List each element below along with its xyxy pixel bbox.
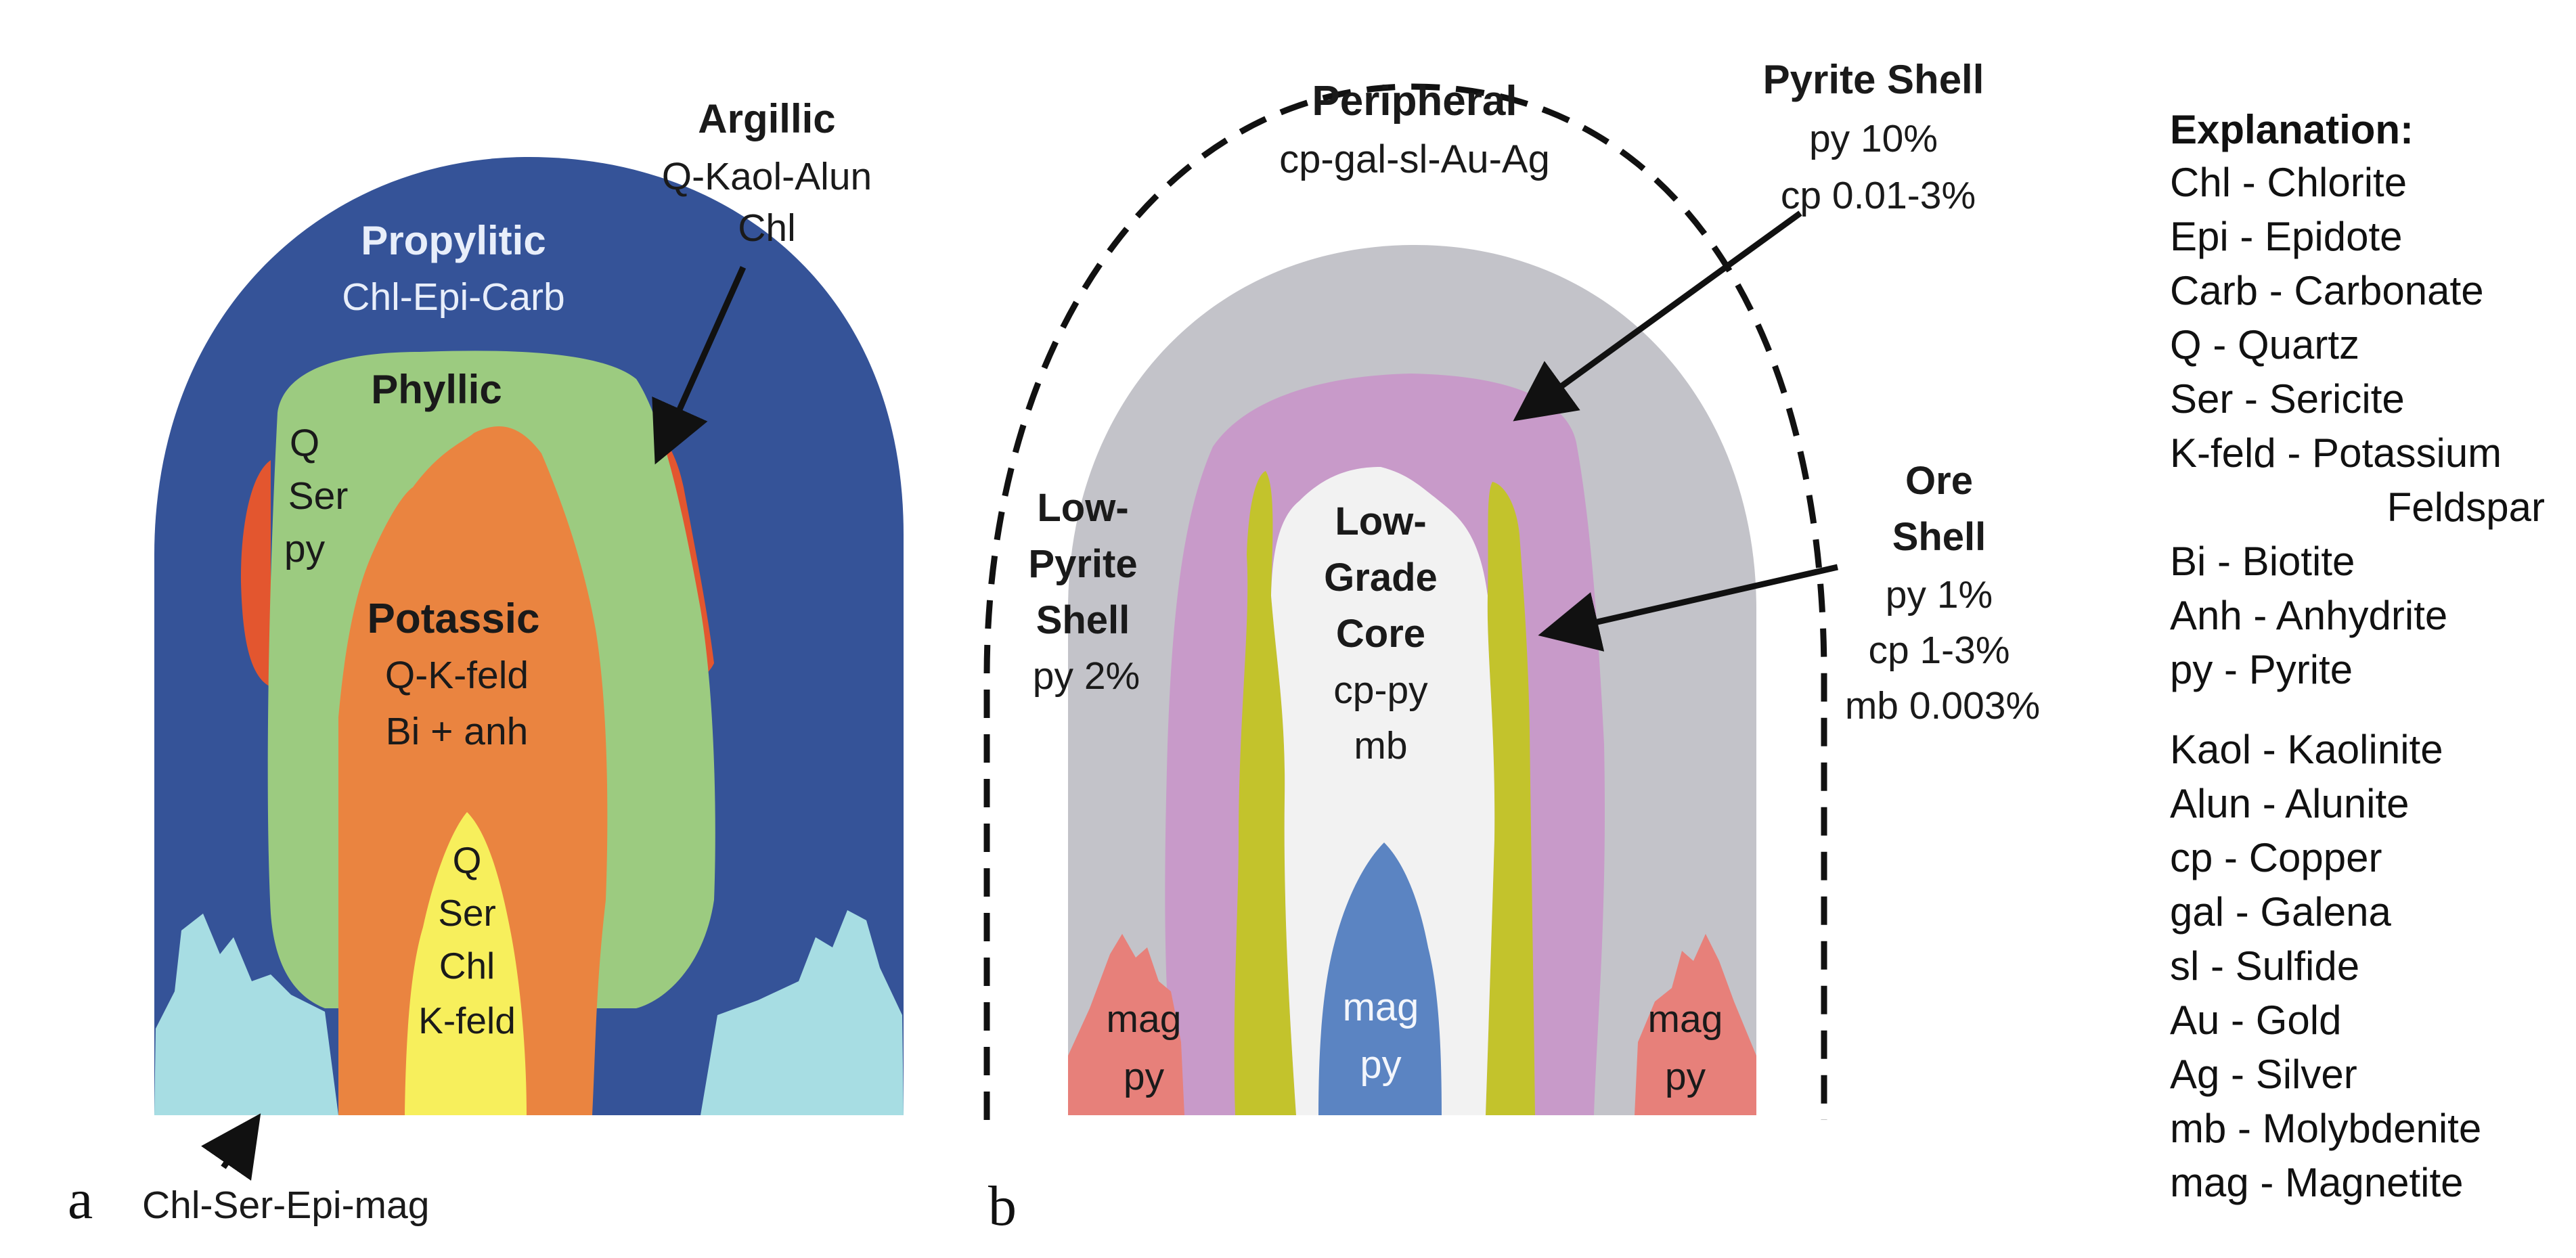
mag-core-zone [1318, 843, 1442, 1115]
explanation-item: Alun - Alunite [2170, 781, 2410, 826]
explanation-item: gal - Galena [2170, 889, 2391, 935]
explanation-item: cp - Copper [2170, 835, 2382, 880]
peripheral-title: Peripheral [1312, 78, 1517, 125]
panel-a-diagram: Propylitic Chl-Epi-Carb Argillic Q-Kaol-… [68, 96, 904, 1231]
core-a-line3: Chl [439, 945, 495, 987]
phyllic-line1: Q [290, 422, 319, 465]
propylitic-minerals: Chl-Epi-Carb [342, 275, 564, 319]
potassic-line2: Bi + anh [386, 710, 529, 753]
peripheral-minerals: cp-gal-sl-Au-Ag [1279, 137, 1550, 181]
ore-shell-line5: mb 0.003% [1845, 684, 2040, 727]
core-a-line2: Ser [438, 892, 496, 934]
mag-left-line2: py [1124, 1055, 1165, 1098]
low-grade-core-line2: Grade [1324, 556, 1438, 600]
low-grade-core-line1: Low- [1335, 499, 1426, 543]
ore-shell-line1: Ore [1905, 459, 1973, 503]
low-pyrite-shell-line2: Pyrite [1028, 542, 1137, 586]
core-zone-a [405, 812, 527, 1115]
phyllic-line3: py [284, 527, 326, 570]
argillic-line1: Q-Kaol-Alun [662, 155, 872, 198]
bottom-label: Chl-Ser-Epi-mag [142, 1184, 429, 1227]
low-grade-core-line3: Core [1336, 612, 1425, 656]
mag-right-line2: py [1665, 1055, 1706, 1098]
explanation-item: Au - Gold [2170, 997, 2341, 1043]
low-grade-core-line5: mb [1354, 724, 1407, 767]
explanation-item: mb - Molybdenite [2170, 1106, 2481, 1151]
pyrite-shell-line2: cp 0.01-3% [1781, 174, 1976, 217]
low-pyrite-shell-line4: py 2% [1033, 654, 1140, 698]
ore-shell-line4: cp 1-3% [1868, 629, 2009, 672]
ore-shell-line3: py 1% [1886, 573, 1993, 616]
low-grade-core-line4: cp-py [1333, 669, 1428, 712]
potassic-zone [338, 426, 608, 1115]
argillic-zone-left [240, 460, 271, 687]
mag-py-zone-left [1068, 934, 1184, 1115]
explanation-item: Kaol - Kaolinite [2170, 727, 2443, 772]
low-pyrite-shell-line3: Shell [1036, 598, 1130, 642]
explanation-item: Ser - Sericite [2170, 376, 2405, 422]
ore-shell-zone-right [1486, 482, 1535, 1115]
explanation-item: sl - Sulfide [2170, 943, 2359, 989]
chl-ser-epi-mag-zone-right [701, 910, 904, 1115]
explanation-item: mag - Magnetite [2170, 1160, 2464, 1205]
explanation-item: py - Pyrite [2170, 647, 2353, 692]
phyllic-title: Phyllic [371, 367, 502, 412]
explanation-item: K-feld - Potassium [2170, 430, 2502, 476]
ore-shell-zone-left [1234, 471, 1296, 1115]
mag-left-line1: mag [1107, 997, 1182, 1041]
explanation-item: Anh - Anhydrite [2170, 593, 2447, 638]
explanation-item: Feldspar [2387, 485, 2545, 530]
explanation-item: Carb - Carbonate [2170, 268, 2484, 313]
mag-right-line1: mag [1648, 997, 1723, 1041]
ore-shell-line2: Shell [1892, 515, 1986, 559]
mag-core-line2: py [1360, 1043, 1401, 1087]
argillic-title: Argillic [698, 96, 835, 141]
panel-b-label: b [988, 1175, 1017, 1238]
core-a-line4: K-feld [418, 999, 516, 1041]
low-pyrite-shell-line1: Low- [1037, 486, 1128, 530]
panel-a-label: a [68, 1168, 93, 1231]
mag-core-line1: mag [1343, 985, 1419, 1029]
pyrite-shell-arrow [1513, 210, 1802, 422]
argillic-line2: Chl [738, 206, 796, 250]
mag-py-zone-right [1635, 934, 1756, 1115]
pyrite-shell-line1: py 10% [1809, 117, 1938, 160]
panel-b-diagram: Peripheral cp-gal-sl-Au-Ag Pyrite Shell … [983, 57, 2040, 1238]
ore-shell-arrow [1538, 564, 1839, 652]
phyllic-line2: Ser [288, 474, 349, 518]
bottom-label-arrow [201, 1113, 261, 1181]
explanation-item: Chl - Chlorite [2170, 160, 2407, 205]
potassic-line1: Q-K-feld [385, 654, 529, 697]
explanation-legend: Explanation: Chl - Chlorite Epi - Epidot… [2170, 107, 2545, 1205]
argillic-arrow [652, 266, 747, 465]
peripheral-boundary-dashed [983, 83, 1827, 1120]
propylitic-title: Propylitic [361, 218, 546, 263]
explanation-item: Epi - Epidote [2170, 214, 2403, 259]
low-grade-core-zone [1271, 467, 1495, 1115]
pyrite-shell-title: Pyrite Shell [1763, 57, 1984, 102]
explanation-title: Explanation: [2170, 107, 2414, 152]
potassic-title: Potassic [367, 596, 539, 642]
explanation-item: Q - Quartz [2170, 322, 2359, 367]
explanation-item: Ag - Silver [2170, 1052, 2357, 1097]
core-a-line1: Q [453, 839, 482, 881]
chl-ser-epi-mag-zone-left [154, 914, 338, 1115]
explanation-item: Bi - Biotite [2170, 539, 2355, 584]
